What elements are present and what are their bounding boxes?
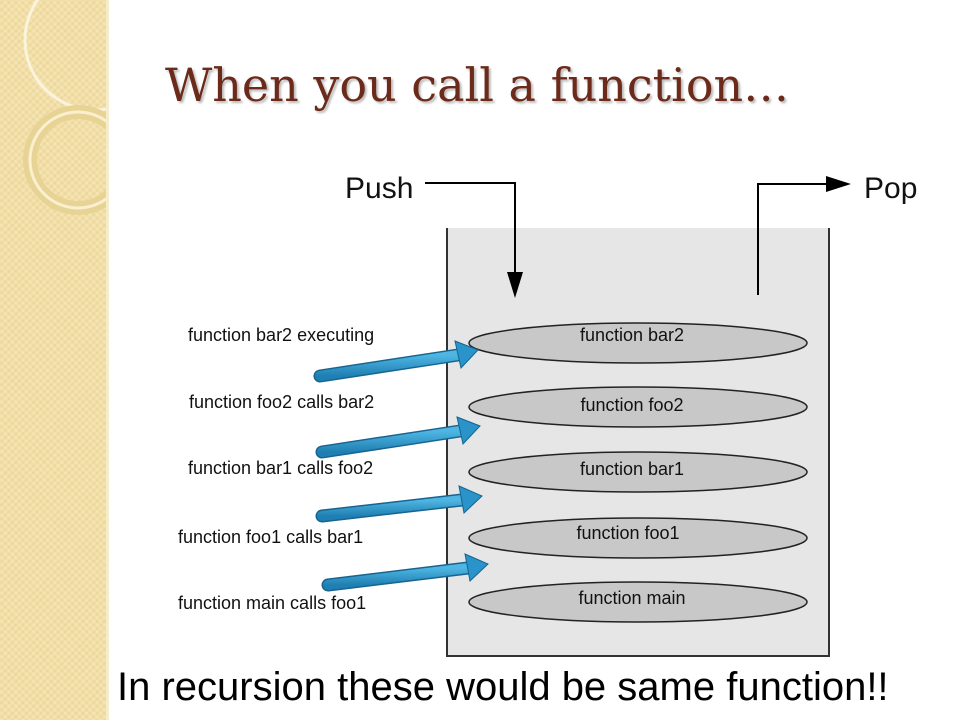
- decorative-sidebar: [0, 0, 167, 720]
- call-arrow-foo1: [321, 553, 489, 592]
- annotation-bar1-calls-foo2: function bar1 calls foo2: [188, 458, 373, 478]
- stack-container-outline: [446, 228, 830, 657]
- push-arrow-head: [507, 272, 523, 298]
- slide-caption: In recursion these would be same functio…: [117, 665, 889, 709]
- annotation-bar2-executing: function bar2 executing: [188, 325, 374, 345]
- annotation-main-calls-foo1: function main calls foo1: [178, 593, 366, 613]
- call-arrow-bar1: [315, 485, 483, 523]
- sidebar-divider: [106, 0, 109, 720]
- annotation-foo2-calls-bar2: function foo2 calls bar2: [189, 392, 374, 412]
- slide-title: When you call a function…: [165, 58, 790, 112]
- stack-frame-label: function main: [578, 588, 685, 608]
- stack-frame-bar1: function bar1: [468, 451, 808, 493]
- stack-frame-foo1: function foo1: [468, 517, 808, 559]
- stack-frame-label: function foo1: [576, 523, 679, 543]
- push-label: Push: [345, 172, 413, 205]
- stack-frame-label: function bar1: [580, 459, 684, 479]
- stack-frame-label: function foo2: [580, 395, 683, 415]
- pop-arrow-head: [826, 176, 851, 192]
- stack-frame-label: function bar2: [580, 325, 684, 345]
- annotation-foo1-calls-bar1: function foo1 calls bar1: [178, 527, 363, 547]
- stack-frame-foo2: function foo2: [468, 386, 808, 428]
- stack-frame-bar2: function bar2: [468, 322, 808, 364]
- push-arrow: [425, 182, 516, 275]
- pop-label: Pop: [864, 172, 917, 205]
- stack-frame-main: function main: [468, 581, 808, 623]
- pop-arrow: [757, 183, 830, 295]
- call-arrow-foo2: [315, 416, 481, 459]
- call-arrow-bar2: [313, 340, 479, 383]
